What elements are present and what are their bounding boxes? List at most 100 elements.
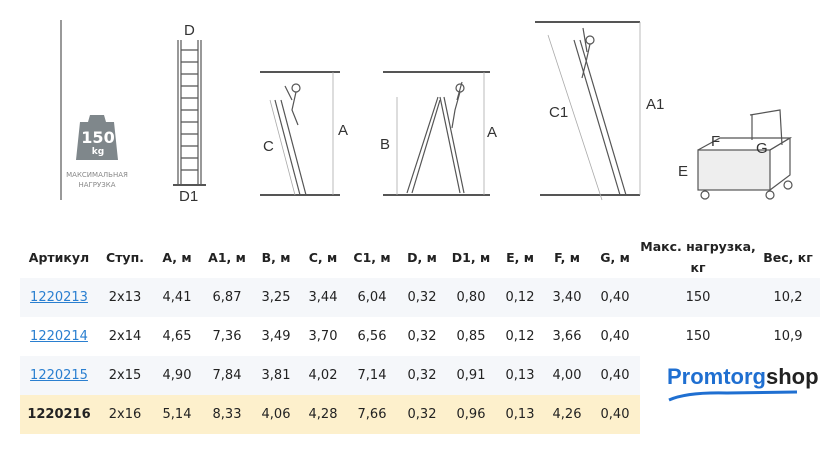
col-header: Вес, кг: [763, 249, 813, 265]
table-cell: 3,70: [308, 329, 338, 344]
table-cell: 0,32: [407, 329, 437, 344]
table-cell: 2x15: [98, 356, 152, 395]
col-header: A, м: [162, 249, 192, 265]
article-link[interactable]: 1220213: [30, 290, 88, 305]
label-f: F: [711, 133, 721, 150]
col-header: C1, м: [353, 249, 391, 265]
table-cell: 4,28: [300, 395, 346, 434]
weight-icon: [76, 115, 118, 160]
table-row: 1220214 2x14 4,65 7,36 3,49 3,70 6,56 0,32 0,85 0…: [20, 317, 820, 356]
spec-table: Артикул Ступ. A, м A1, м B, м C, м C1, м…: [20, 236, 820, 434]
table-cell: 4,00: [544, 356, 590, 395]
ladder-extended-diagram: [535, 21, 641, 201]
label-g: G: [756, 140, 768, 157]
table-cell: 4,41: [152, 278, 202, 317]
table-cell: 7,66: [346, 395, 398, 434]
ladder-lean-diagram: [260, 71, 340, 196]
table-cell: 7,36: [212, 329, 242, 344]
col-header: F, м: [554, 249, 580, 265]
article-link[interactable]: 1220214: [30, 329, 88, 344]
table-cell: 150: [640, 278, 756, 317]
table-cell: 4,65: [162, 329, 192, 344]
table-cell: 4,90: [152, 356, 202, 395]
weight-unit: kg: [91, 147, 105, 157]
label-a: A: [338, 122, 349, 139]
ladder-front-view: [173, 40, 206, 186]
table-cell: 0,96: [446, 395, 496, 434]
col-header: C, м: [308, 249, 338, 265]
label-b: B: [380, 136, 391, 153]
table-cell: 1220216: [20, 395, 98, 434]
article-link[interactable]: 1220215: [30, 368, 88, 383]
ladder-aframe-diagram: [383, 71, 490, 196]
label-a1: A1: [646, 96, 665, 113]
table-cell: 6,56: [357, 329, 387, 344]
table-cell: 3,49: [261, 329, 291, 344]
col-header: G, м: [600, 249, 630, 265]
table-cell: 3,44: [300, 278, 346, 317]
caption-line2: НАГРУЗКА: [78, 181, 116, 189]
table-cell: 3,25: [252, 278, 300, 317]
table-cell: 0,40: [600, 329, 630, 344]
table-cell: 10,2: [756, 278, 820, 317]
table-cell: 0,32: [398, 278, 446, 317]
table-cell: 2x14: [108, 329, 142, 344]
table-cell: 2x16: [98, 395, 152, 434]
table-cell: 3,66: [552, 329, 582, 344]
table-header: Артикул Ступ. A, м A1, м B, м C, м C1, м…: [20, 236, 820, 278]
table-cell: 7,84: [202, 356, 252, 395]
label-e: E: [678, 163, 689, 180]
table-cell: 8,33: [202, 395, 252, 434]
table-cell: 0,32: [398, 395, 446, 434]
promtorgshop-logo: Promtorgshop: [667, 364, 819, 402]
logo-part1: Promtorg: [667, 364, 766, 389]
logo-part2: shop: [766, 364, 819, 389]
logo-swoosh: [668, 390, 798, 402]
table-cell: 4,02: [300, 356, 346, 395]
col-header: B, м: [261, 249, 291, 265]
cell-article: 1220215: [20, 356, 98, 395]
cell-article: 1220214: [20, 317, 98, 356]
label-d1: D1: [179, 188, 199, 205]
col-header: A1, м: [208, 249, 246, 265]
table-cell: 0,40: [590, 356, 640, 395]
table-cell: 0,13: [496, 356, 544, 395]
col-header: D, м: [407, 249, 437, 265]
table-cell: 0,91: [446, 356, 496, 395]
col-header: Макс. нагрузка, кг: [640, 239, 756, 275]
table-cell: 0,40: [590, 395, 640, 434]
table-cell: 7,14: [346, 356, 398, 395]
col-header: Ступ.: [106, 249, 144, 265]
table-cell: 6,87: [202, 278, 252, 317]
table-cell: 0,40: [590, 278, 640, 317]
cell-article: 1220213: [20, 278, 98, 317]
weight-value: 150: [81, 128, 115, 147]
label-d: D: [184, 22, 195, 39]
ladder-diagrams: [60, 20, 793, 201]
col-header: D1, м: [451, 249, 491, 265]
table-cell: 3,81: [252, 356, 300, 395]
col-header: E, м: [506, 249, 534, 265]
col-header: Артикул: [28, 249, 90, 265]
table-cell: 2x13: [98, 278, 152, 317]
label-c1: C1: [549, 104, 569, 121]
table-cell: 0,12: [505, 329, 535, 344]
table-cell: 150: [685, 329, 711, 344]
table-cell: 4,06: [252, 395, 300, 434]
table-cell: 10,9: [773, 329, 803, 344]
label-a-aframe: A: [487, 124, 498, 141]
table-cell: 0,85: [456, 329, 486, 344]
table-cell: 0,12: [496, 278, 544, 317]
table-cell: 5,14: [152, 395, 202, 434]
table-cell: 6,04: [346, 278, 398, 317]
table-cell: 0,32: [398, 356, 446, 395]
table-cell: 0,80: [446, 278, 496, 317]
cart-diagram: [697, 109, 793, 200]
caption-line1: МАКСИМАЛЬНАЯ: [66, 171, 128, 179]
weight-caption: МАКСИМАЛЬНАЯ НАГРУЗКА: [57, 170, 137, 190]
label-c: C: [263, 138, 274, 155]
